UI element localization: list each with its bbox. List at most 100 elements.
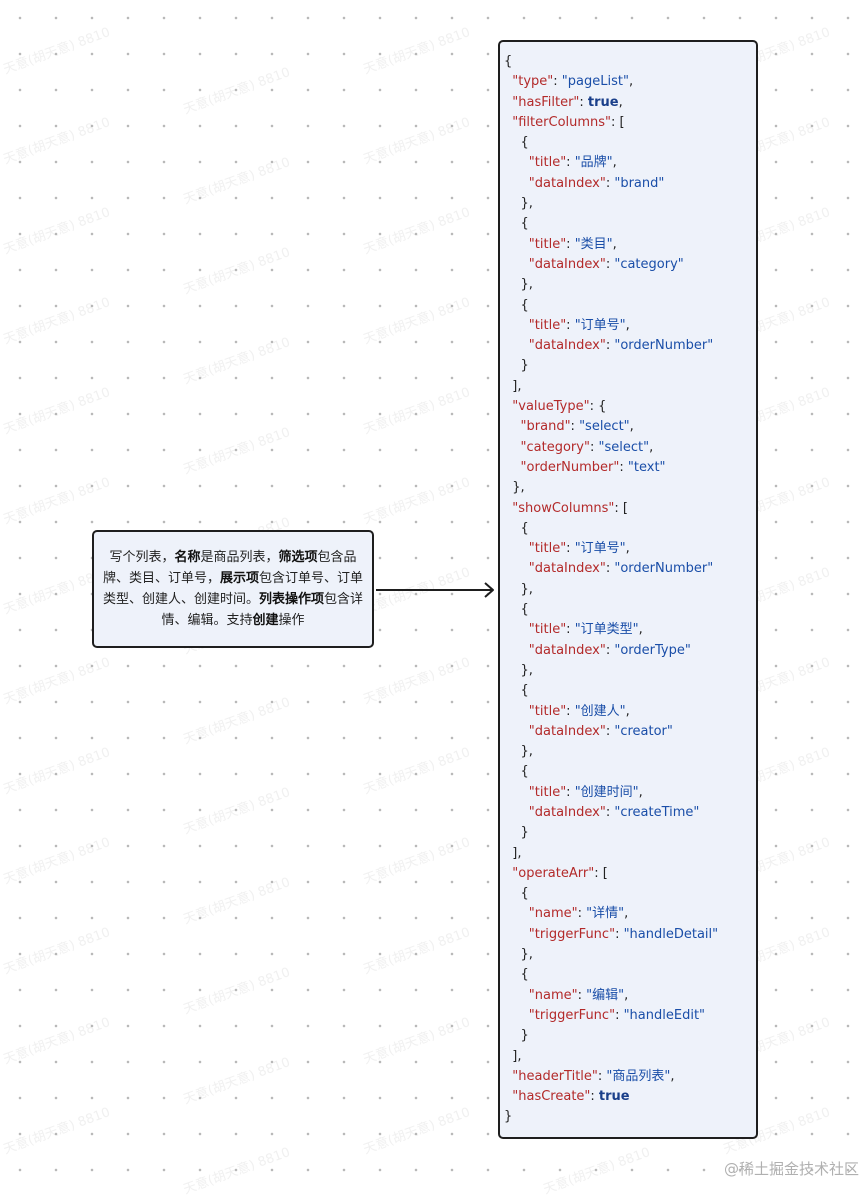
watermark-text: 天意(胡天意) 8810 xyxy=(1,475,113,528)
json-punctuation: : xyxy=(589,439,599,455)
json-string-value: "handleEdit" xyxy=(623,1007,706,1023)
code-line: }, xyxy=(504,661,756,681)
prompt-segment: 写个列表， xyxy=(109,550,175,565)
flow-arrow xyxy=(376,582,494,598)
prompt-keyword: 筛选项 xyxy=(278,550,318,565)
json-punctuation: { xyxy=(504,520,529,536)
watermark-text: 天意(胡天意) 8810 xyxy=(361,205,473,258)
json-punctuation: { xyxy=(504,216,529,232)
json-punctuation xyxy=(504,460,521,475)
watermark-text: 天意(胡天意) 8810 xyxy=(1,925,113,978)
json-punctuation xyxy=(504,704,529,719)
code-line: "dataIndex": "category" xyxy=(504,255,756,275)
watermark-text: 天意(胡天意) 8810 xyxy=(181,1145,293,1198)
code-line: "dataIndex": "creator" xyxy=(504,722,756,742)
json-punctuation: : xyxy=(577,906,587,922)
json-boolean-value: true xyxy=(598,1089,630,1105)
json-key: "operateArr" xyxy=(512,865,595,881)
code-line: "dataIndex": "brand" xyxy=(504,174,756,194)
code-line: { xyxy=(504,681,756,701)
json-punctuation xyxy=(504,805,529,820)
json-boolean-value: true xyxy=(587,94,619,110)
code-line: "title": "创建时间", xyxy=(504,783,756,803)
json-punctuation xyxy=(504,419,521,434)
json-string-value: "创建人" xyxy=(574,703,626,719)
prompt-keyword: 展示项 xyxy=(219,571,259,586)
code-line: { xyxy=(504,965,756,985)
json-punctuation xyxy=(504,338,529,353)
code-line: "triggerFunc": "handleEdit" xyxy=(504,1006,756,1026)
json-punctuation: : [ xyxy=(611,114,625,130)
json-punctuation: { xyxy=(504,764,529,780)
code-line: { xyxy=(504,762,756,782)
json-punctuation: } xyxy=(504,1109,513,1125)
json-string-value: "编辑" xyxy=(586,987,625,1003)
json-punctuation: , xyxy=(612,155,617,171)
prompt-segment: 包含品牌、类目、订单号， xyxy=(102,550,357,586)
json-punctuation: : xyxy=(566,784,575,800)
code-line: "category": "select", xyxy=(504,438,756,458)
code-line: "title": "品牌", xyxy=(504,153,756,173)
watermark-text: 天意(胡天意) 8810 xyxy=(361,295,473,348)
code-line: "hasFilter": true, xyxy=(504,93,756,113)
json-punctuation: }, xyxy=(504,744,533,760)
code-line: { xyxy=(504,52,756,72)
code-line: }, xyxy=(504,742,756,762)
json-punctuation: : xyxy=(597,1068,607,1084)
json-string-value: "订单类型" xyxy=(574,622,639,638)
json-punctuation: } xyxy=(504,825,529,841)
watermark-text: 天意(胡天意) 8810 xyxy=(181,245,293,298)
json-punctuation: : { xyxy=(589,399,607,415)
watermark-text: 天意(胡天意) 8810 xyxy=(361,655,473,708)
code-line: "dataIndex": "orderNumber" xyxy=(504,559,756,579)
json-punctuation: : xyxy=(566,155,575,171)
json-punctuation: { xyxy=(504,297,529,313)
flow-arrow-head xyxy=(484,582,494,598)
json-punctuation: : xyxy=(605,723,615,739)
json-code-block: { "type": "pageList", "hasFilter": true,… xyxy=(504,52,756,1128)
code-line: { xyxy=(504,600,756,620)
watermark-text: 天意(胡天意) 8810 xyxy=(181,1055,293,1108)
code-line: ], xyxy=(504,1047,756,1067)
watermark-text: 天意(胡天意) 8810 xyxy=(1,655,113,708)
json-punctuation xyxy=(504,561,529,576)
json-punctuation: , xyxy=(612,236,617,252)
json-punctuation xyxy=(504,541,529,556)
json-punctuation: , xyxy=(638,622,643,638)
code-line: { xyxy=(504,884,756,904)
code-line: } xyxy=(504,1107,756,1127)
json-punctuation: : xyxy=(566,703,575,719)
code-line: "headerTitle": "商品列表", xyxy=(504,1067,756,1087)
watermark-text: 天意(胡天意) 8810 xyxy=(181,695,293,748)
watermark-text: 天意(胡天意) 8810 xyxy=(1,385,113,438)
json-punctuation xyxy=(504,643,529,658)
json-punctuation xyxy=(504,622,529,637)
json-key: "category" xyxy=(520,439,590,455)
json-string-value: "创建时间" xyxy=(574,784,639,800)
json-punctuation xyxy=(504,176,529,191)
watermark-text: 天意(胡天意) 8810 xyxy=(541,1145,653,1198)
watermark-text: 天意(胡天意) 8810 xyxy=(1,1105,113,1158)
code-line: }, xyxy=(504,275,756,295)
code-line: "name": "编辑", xyxy=(504,986,756,1006)
code-line: ], xyxy=(504,844,756,864)
code-line: { xyxy=(504,519,756,539)
json-string-value: "订单号" xyxy=(574,541,626,557)
json-punctuation: , xyxy=(624,906,629,922)
json-output-box: { "type": "pageList", "hasFilter": true,… xyxy=(498,40,758,1139)
json-punctuation: }, xyxy=(504,947,533,963)
code-line: "type": "pageList", xyxy=(504,72,756,92)
watermark-text: 天意(胡天意) 8810 xyxy=(181,155,293,208)
json-punctuation: , xyxy=(629,419,634,435)
json-punctuation: { xyxy=(504,886,529,902)
json-punctuation: : xyxy=(615,926,624,942)
json-key: "title" xyxy=(528,622,567,638)
json-punctuation xyxy=(504,440,521,455)
json-string-value: "createTime" xyxy=(614,804,700,820)
json-punctuation: : xyxy=(615,1007,624,1023)
json-string-value: "详情" xyxy=(586,906,625,922)
code-line: "showColumns": [ xyxy=(504,499,756,519)
json-punctuation: , xyxy=(649,439,654,455)
json-punctuation: : [ xyxy=(594,865,608,881)
json-key: "hasFilter" xyxy=(512,94,580,110)
